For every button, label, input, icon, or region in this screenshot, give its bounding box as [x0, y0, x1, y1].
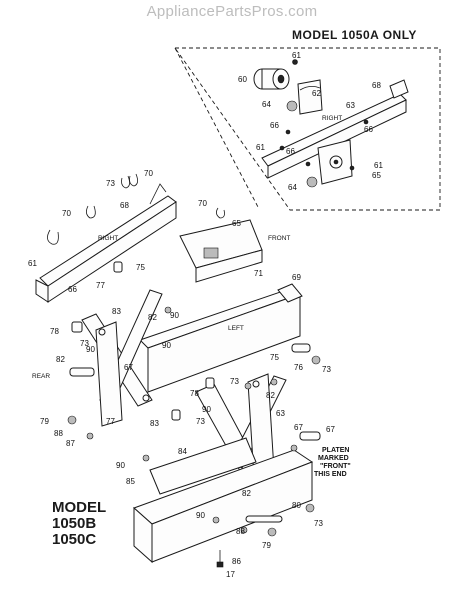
left-label: LEFT [228, 325, 244, 332]
part-callout: 82 [148, 313, 157, 322]
part-callout: 80 [292, 501, 301, 510]
page-number: 17 [226, 570, 235, 579]
watermark-header: AppliancePartsPros.com [146, 3, 318, 20]
part-callout: 73 [196, 417, 205, 426]
model-title-line: MODEL [52, 499, 107, 516]
inset-part-callout: 66 [270, 121, 279, 130]
part-callout: 73 [230, 377, 239, 386]
part-callout: 69 [292, 273, 301, 282]
bracket-part [297, 79, 323, 115]
inset-boundary-side [174, 47, 259, 208]
note-line: PLATEN [322, 447, 349, 454]
part-callout: 73 [80, 339, 89, 348]
inset-part-callout: 60 [238, 75, 247, 84]
rear-label: REAR [32, 373, 50, 380]
part-callout: 82 [56, 355, 65, 364]
part-callout: 65 [232, 219, 241, 228]
pins-and-bushings [67, 261, 321, 568]
part-callout: 83 [112, 307, 121, 316]
part-callout: 61 [28, 259, 37, 268]
part-callout: 87 [66, 439, 75, 448]
note-line: "FRONT" [320, 463, 351, 470]
inset-part-callout: 61 [256, 143, 265, 152]
part-callout: 90 [170, 311, 179, 320]
part-callout: 82 [242, 489, 251, 498]
part-callout: 73 [322, 365, 331, 374]
inset-part-callout: 63 [346, 101, 355, 110]
part-callout: 90 [196, 511, 205, 520]
model-1050a-title: MODEL 1050A ONLY [292, 28, 417, 42]
inset-part-callout: 66 [364, 125, 373, 134]
model-1050b-1050c-title: MODEL 1050B 1050C [52, 500, 106, 548]
part-callout: 84 [178, 447, 187, 456]
part-callout: 70 [62, 209, 71, 218]
inset-part-callout: 62 [312, 89, 321, 98]
inset-part-callout: 68 [372, 81, 381, 90]
part-callout: 75 [136, 263, 145, 272]
part-callout: 79 [40, 417, 49, 426]
part-callout: 82 [266, 391, 275, 400]
part-callout: 90 [116, 461, 125, 470]
part-callout: 71 [254, 269, 263, 278]
part-callout: 90 [202, 405, 211, 414]
part-callout: 77 [96, 281, 105, 290]
part-callout: 67 [124, 363, 133, 372]
inset-part-callout: 61 [374, 161, 383, 170]
inset-rail-part [261, 79, 409, 179]
part-callout: 88 [236, 527, 245, 536]
platen-note: PLATEN MARKED "FRONT" THIS END [314, 447, 351, 478]
right-side-plate [35, 183, 177, 303]
part-callout: 73 [106, 179, 115, 188]
part-callout: 90 [162, 341, 171, 350]
part-callout: 68 [120, 201, 129, 210]
part-callout: 75 [270, 353, 279, 362]
scissor-arm-left [81, 289, 163, 427]
spring-clip-parts [47, 173, 225, 245]
inset-bracket-part [317, 139, 353, 185]
inset-part-callout: 66 [286, 147, 295, 156]
part-callout: 79 [262, 541, 271, 550]
inset-boundary [174, 47, 441, 211]
model-title-line: 1050C [52, 531, 97, 548]
inset-part-callout: 64 [262, 100, 271, 109]
right-label-main: RIGHT [98, 235, 118, 242]
part-callout: 76 [294, 363, 303, 372]
part-callout: 67 [294, 423, 303, 432]
part-callout: 90 [86, 345, 95, 354]
inset-part-callout: 65 [372, 171, 381, 180]
roller-part [253, 68, 290, 90]
inset-fasteners [279, 59, 369, 188]
part-callout: 78 [190, 389, 199, 398]
note-line: THIS END [314, 471, 347, 478]
base-tray [133, 437, 314, 564]
part-callout: 73 [314, 519, 323, 528]
part-callout: 78 [50, 327, 59, 336]
part-callout: 77 [106, 417, 115, 426]
part-callout: 70 [144, 169, 153, 178]
inset-part-callout: 64 [288, 183, 297, 192]
right-label-inset: RIGHT [322, 115, 342, 122]
model-title-line: 1050B [52, 515, 97, 532]
part-callout: 88 [54, 429, 63, 438]
part-callout: 67 [326, 425, 335, 434]
part-callout: 66 [68, 285, 77, 294]
platen-bracket [179, 219, 263, 283]
part-callout: 85 [126, 477, 135, 486]
note-line: MARKED [318, 455, 349, 462]
inset-part-callout: 61 [292, 51, 301, 60]
part-callout: 63 [276, 409, 285, 418]
left-side-rail [139, 283, 303, 393]
part-callout: 70 [198, 199, 207, 208]
front-label: FRONT [268, 235, 290, 242]
part-callout: 86 [232, 557, 241, 566]
part-callout: 83 [150, 419, 159, 428]
